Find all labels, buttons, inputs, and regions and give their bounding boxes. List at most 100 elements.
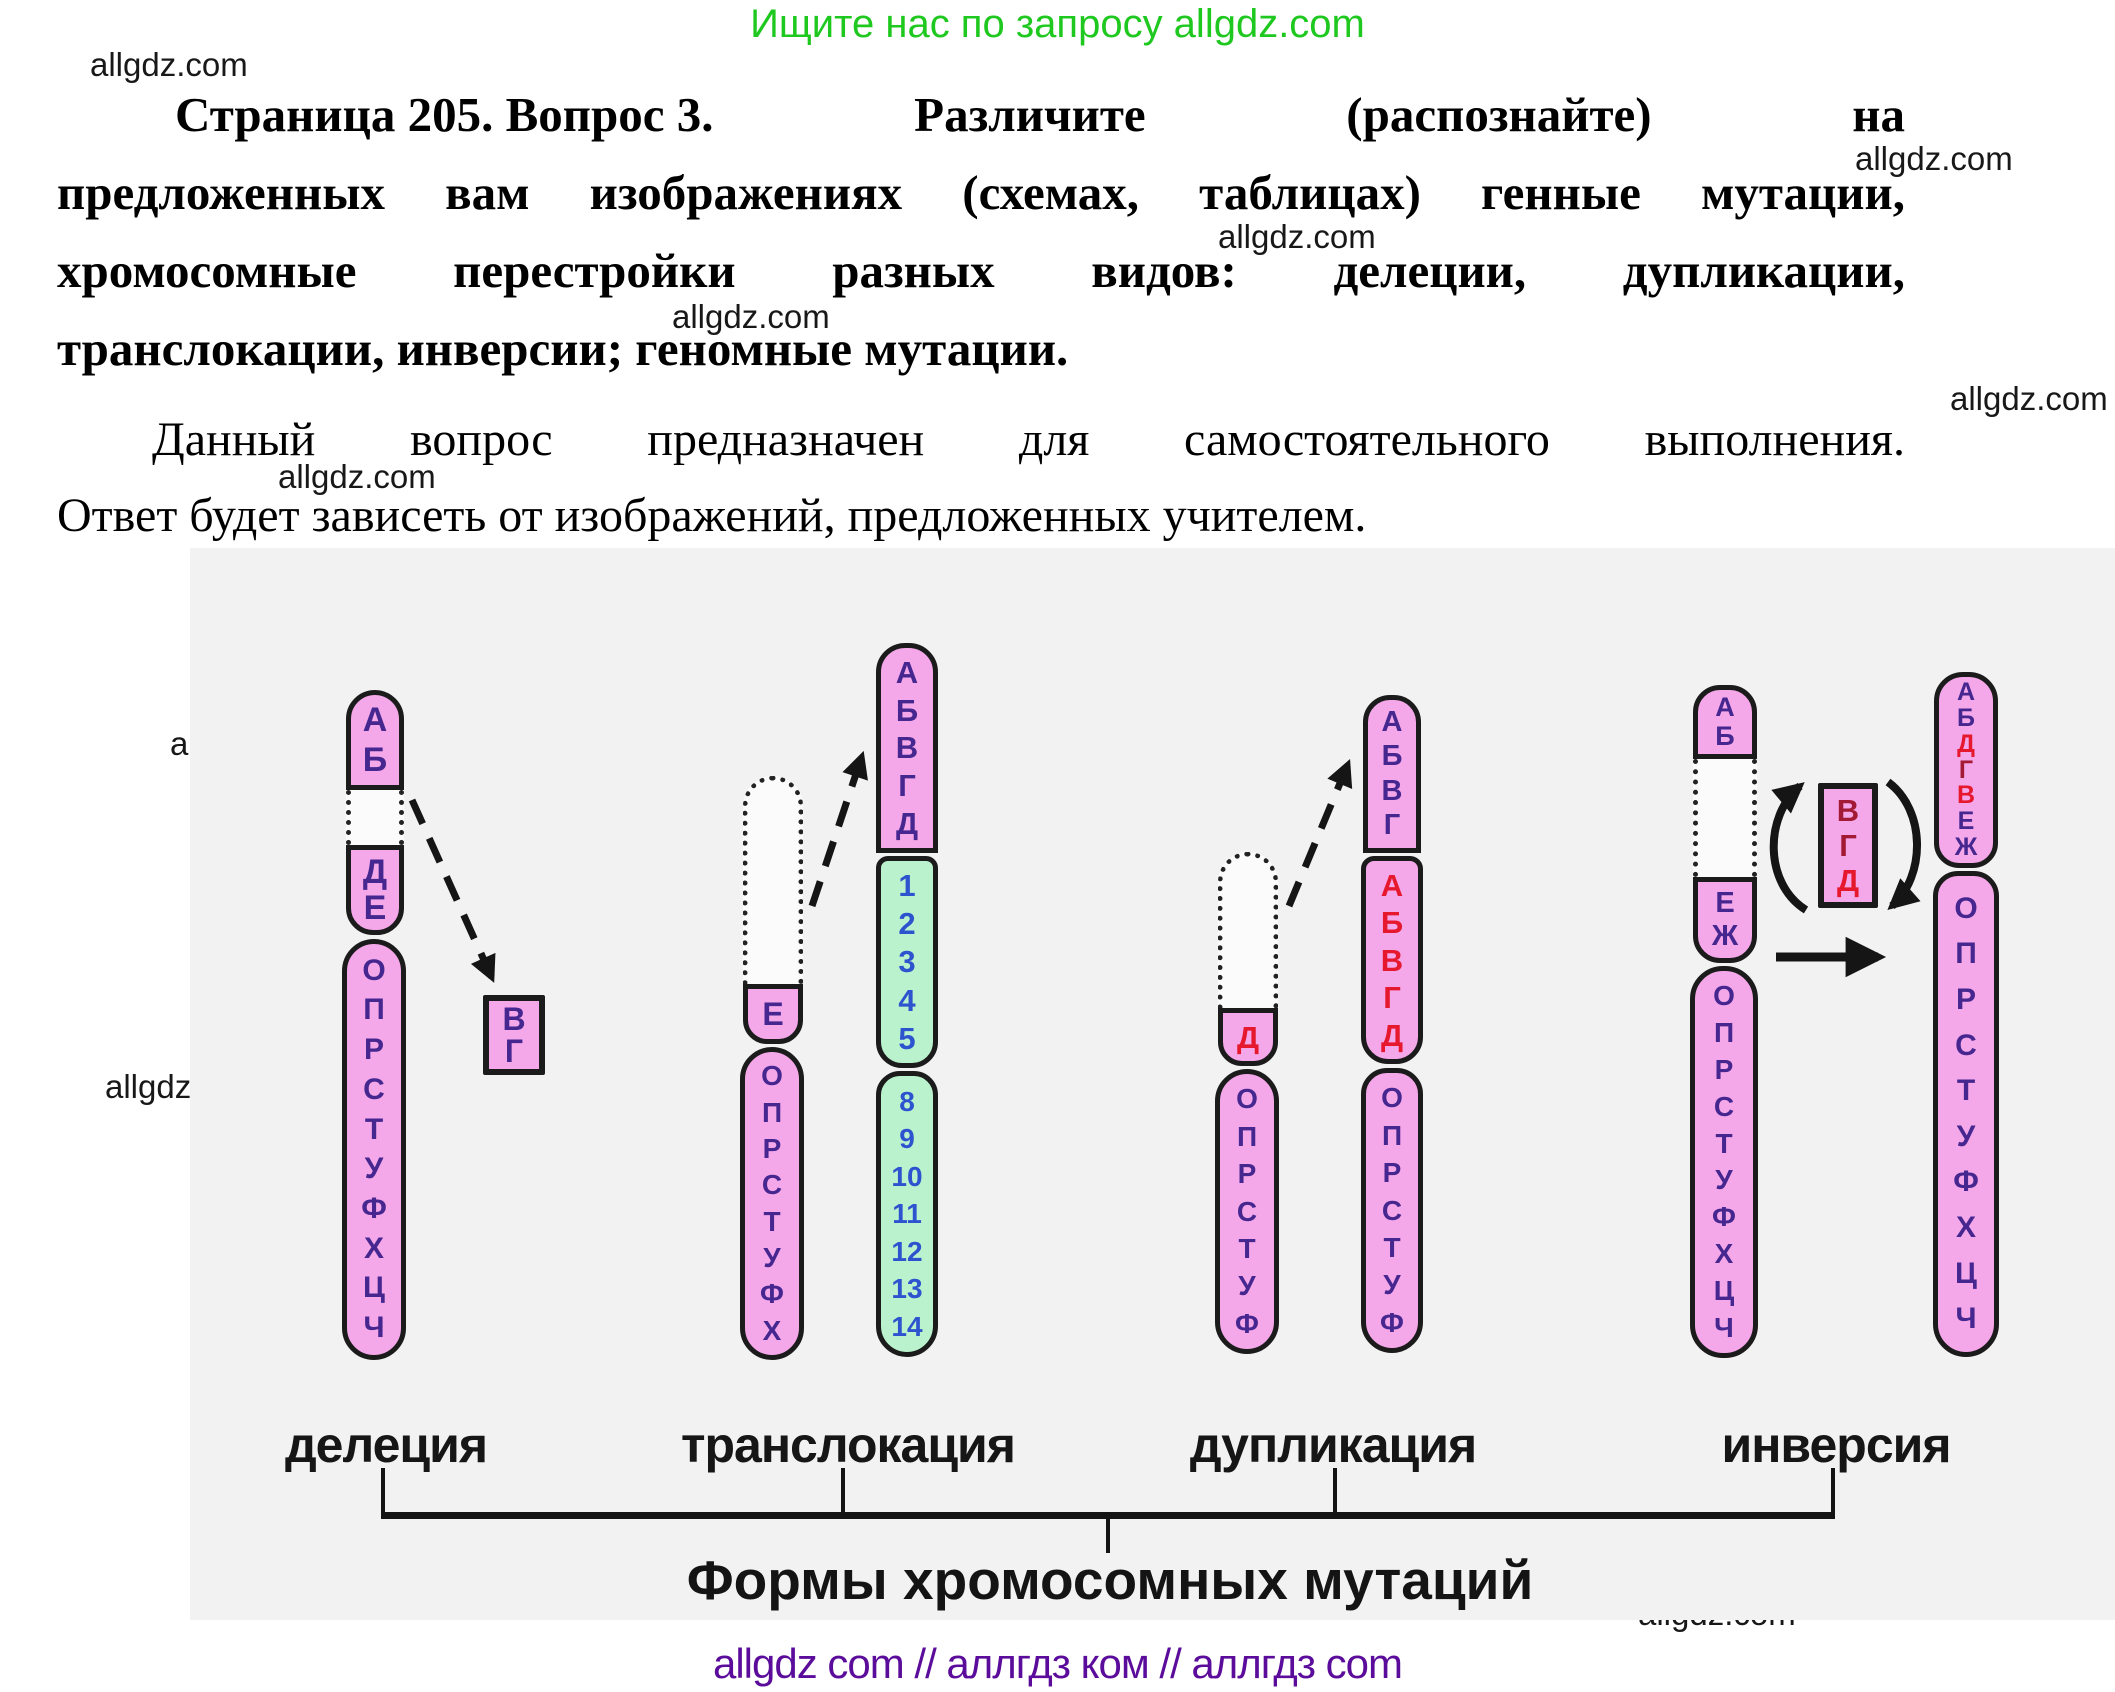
gene-letter: С [1713,1090,1735,1122]
site-banner: Ищите нас по запросу allgdz.com [750,2,1365,46]
gene-letter: 12 [891,1235,923,1267]
gene-letter: У [1956,1119,1976,1153]
gene-letter: О [761,1060,783,1092]
gene-letter: Д [1836,863,1860,898]
gene-letter: Ф [1380,1306,1404,1338]
gene-letter: 3 [898,944,916,980]
bracket-tick [381,1468,385,1516]
heading-text: Различите [914,87,1146,142]
footer-links: allgdz com // аллгдз ком // аллгдз com [712,1640,1403,1687]
gene-letter: 11 [892,1198,922,1229]
gene-letter: Х [363,1231,384,1265]
gene-letter: П [1955,937,1977,971]
gene-letter: 14 [891,1310,923,1342]
diagram-panel [190,548,2115,1620]
gene-letter: Г [898,768,916,804]
gene-letter: Р [1714,1053,1734,1085]
watermark: allgdz.com [278,458,436,495]
gene-letter: О [1954,891,1978,925]
heading-line: Страница 205. Вопрос 3. Различите (распо… [57,76,1905,154]
gene-letter: Т [364,1112,384,1146]
gene-letter: 1 [898,868,916,904]
gene-letter: Г [1383,809,1401,842]
gene-letter: А [1715,692,1735,722]
question-heading: Страница 205. Вопрос 3. Различите (распо… [57,76,1905,388]
answer-line: Данный вопрос предназначен для самостоят… [152,413,1905,466]
diagram-caption: Формы хромосомных мутаций [686,1549,1534,1611]
gene-letter: Ч [1714,1312,1734,1344]
gene-letter: Х [762,1314,782,1346]
heading-line: предложенных вам изображениях (схемах, т… [57,165,1905,220]
chromosome-segment: Д [1218,1008,1278,1066]
gene-letter: Ж [1711,920,1739,953]
gene-letter: О [1713,979,1735,1011]
heading-text: на [1852,87,1905,142]
gene-letter: В [1380,942,1404,978]
gene-letter: В [1836,793,1860,828]
gene-letter: Ц [363,1271,385,1305]
gene-letter: Ф [1712,1201,1736,1233]
label-inversion: инверсия [1721,1417,1951,1473]
gene-letter: О [1381,1082,1403,1114]
gene-letter: Г [1839,828,1857,863]
gene-letter: 2 [898,906,916,942]
gene-letter: С [363,1072,385,1106]
gene-letter: Т [1956,1074,1976,1108]
watermark: allgdz.com [1855,140,2013,177]
gene-letter: О [1236,1083,1258,1115]
gene-letter: С [1236,1195,1258,1227]
gene-letter: 9 [899,1123,915,1154]
gene-letter: П [1381,1119,1403,1151]
gene-letter: Х [1955,1211,1976,1244]
gene-letter: Г [1383,980,1401,1015]
gene-letter: Г [504,1033,524,1069]
deleted-region-outline [346,790,404,845]
heading-line: хромосомные перестройки разных видов: де… [57,243,1905,298]
gene-letter: Р [1955,982,1976,1016]
gene-letter: Т [1715,1127,1733,1159]
gene-letter: У [763,1241,781,1273]
gene-letter: Б [1715,721,1735,751]
bracket-tick [841,1468,845,1516]
gene-letter: О [362,953,386,987]
gene-letter: У [1383,1269,1401,1301]
gene-letter: 8 [899,1085,915,1117]
bracket-center-tick [1106,1519,1110,1553]
gene-letter: Д [895,806,919,842]
gene-letter: Т [763,1205,781,1237]
gene-letter: С [1955,1028,1977,1062]
gene-letter: У [1238,1270,1256,1302]
heading-text: (распознайте) [1346,87,1652,142]
gene-letter: В [1956,781,1976,810]
gene-letter: Р [363,1033,384,1067]
gene-letter: В [1381,774,1403,807]
gene-letter: 5 [898,1020,916,1056]
bracket-tick [1333,1468,1337,1516]
gene-letter: Ф [760,1278,784,1310]
gene-letter: Б [1381,740,1403,773]
watermark: allgdz.com [1950,380,2108,417]
gene-letter: Т [1383,1231,1401,1263]
gene-letter: В [502,1001,526,1037]
gene-letter: Д [1236,1019,1260,1055]
gene-letter: Б [362,741,388,779]
label-duplication: дупликация [1189,1417,1477,1473]
label-deletion: делеция [284,1417,488,1473]
gene-letter: А [1381,705,1403,738]
gene-letter: А [362,701,388,739]
gene-letter: Ф [1235,1307,1259,1339]
